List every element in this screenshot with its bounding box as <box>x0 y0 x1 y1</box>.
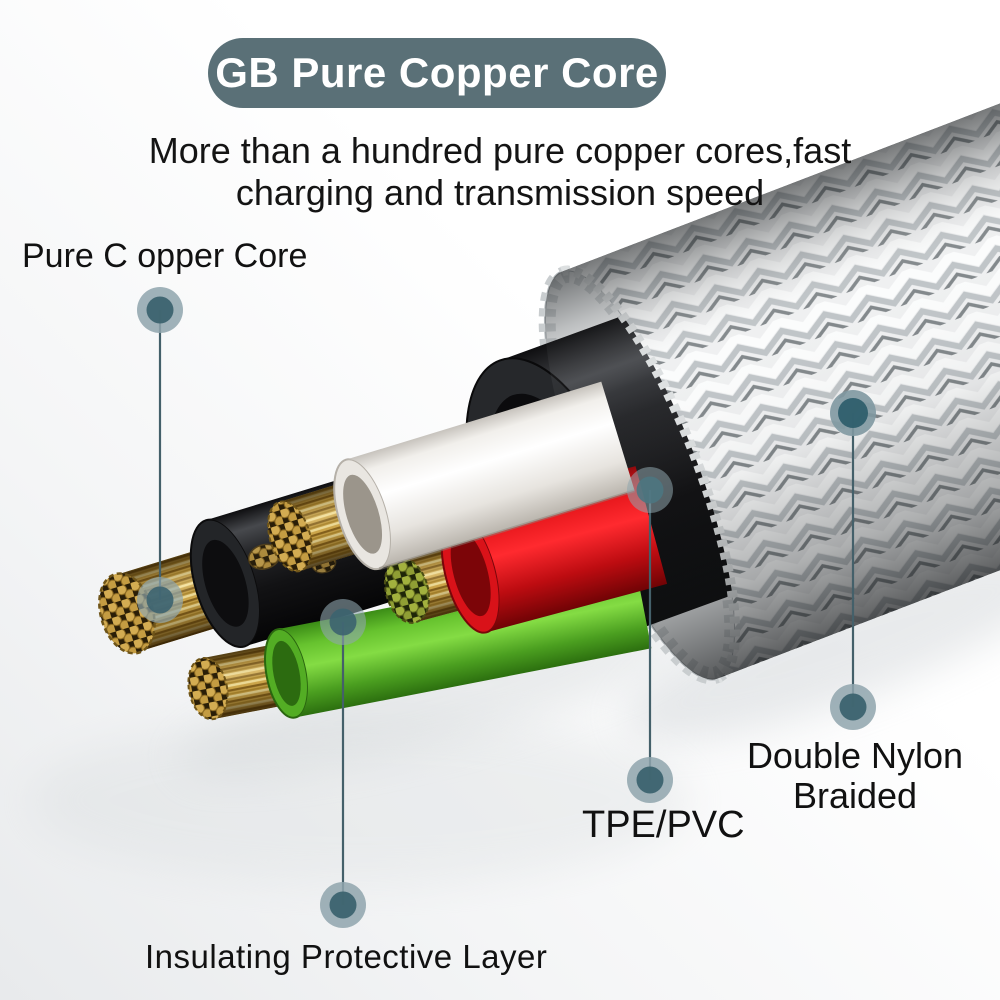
callout-label-insulating-protective-layer: Insulating Protective Layer <box>145 938 548 975</box>
title-badge: GB Pure Copper Core <box>208 38 666 108</box>
subtitle-line-2: charging and transmission speed <box>235 172 765 214</box>
callout-dot <box>137 287 183 333</box>
callout-dot <box>137 577 183 623</box>
callout-dot <box>320 599 366 645</box>
callout-dot <box>627 467 673 513</box>
callout-label-double-nylon-braided: Double Nylon Braided <box>746 735 964 816</box>
callout-dot <box>830 390 876 436</box>
double-nylon-braid <box>507 19 1000 700</box>
subtitle: More than a hundred pure copper cores,fa… <box>0 130 1000 215</box>
callout-label-tpe-pvc: TPE/PVC <box>582 804 745 846</box>
white-wire <box>267 381 636 573</box>
callout-dot <box>627 757 673 803</box>
callout-dot <box>320 882 366 928</box>
callout-dots <box>137 287 876 928</box>
callout-label-pure-copper-core: Pure C opper Core <box>22 237 308 275</box>
callout-lines <box>158 310 855 905</box>
callout-dot <box>830 684 876 730</box>
subtitle-line-1: More than a hundred pure copper cores,fa… <box>148 130 852 171</box>
